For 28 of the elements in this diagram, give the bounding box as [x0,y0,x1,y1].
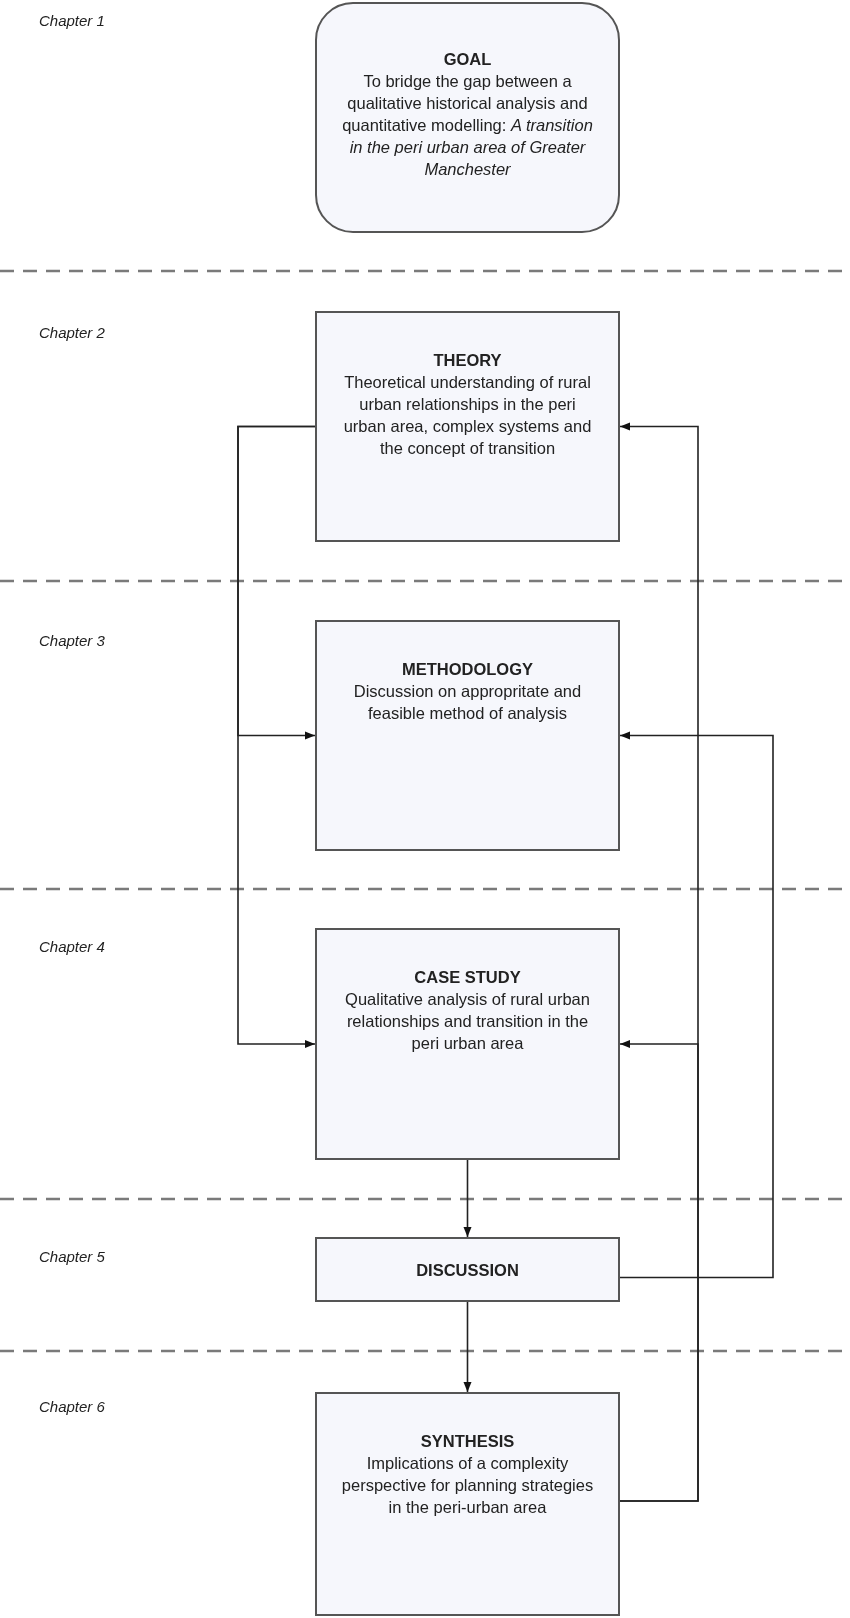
process-box [315,928,620,1160]
goal-box [315,2,620,233]
box-heading: GOAL [443,49,492,70]
chapter-label: Chapter 5 [39,1248,105,1265]
box-description: Theoretical understanding of rural urban relationships in the peri urban area, complex systems and the concept of transition [342,372,593,459]
box-heading: CASE STUDY [414,967,521,988]
box-description: Implications of a complexity perspective for planning strategies in the peri-urban area [340,1453,595,1518]
box-heading: DISCUSSION [416,1259,519,1281]
box-heading: METHODOLOGY [401,659,534,680]
box-description: Qualitative analysis of rural urban relationships and transition in the peri urban area [344,989,591,1054]
box-description: Discussion on appropritate and feasible method of analysis [352,681,583,724]
arrow [237,425,316,1048]
arrow [463,1301,472,1393]
process-box [315,620,620,851]
arrow [619,1040,699,1502]
arrow [463,1159,472,1238]
chapter-label: Chapter 6 [39,1398,105,1415]
process-box [315,1392,620,1616]
box-heading: THEORY [433,350,502,371]
box-description: To bridge the gap between a qualitative historical analysis and quantitative modelling: A transition in the peri urban area of Greater Manchester [341,71,594,180]
arrow [619,731,774,1279]
chapter-label: Chapter 1 [39,12,105,29]
process-box [315,311,620,542]
chapter-label: Chapter 2 [39,324,105,341]
box-heading: SYNTHESIS [420,1431,515,1452]
process-box [315,1237,620,1302]
chapter-label: Chapter 3 [39,632,105,649]
chapter-label: Chapter 4 [39,938,105,955]
